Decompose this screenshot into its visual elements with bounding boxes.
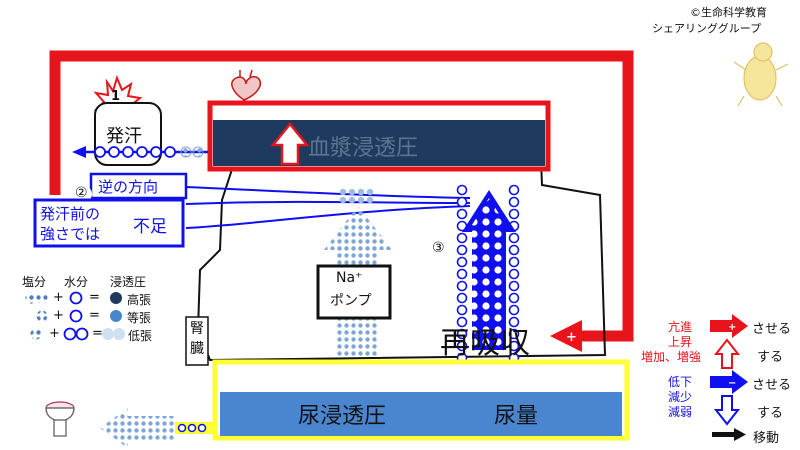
reabsorption-label: 再吸収 [440,326,530,361]
legend-increase-word: 亢進 [668,320,693,334]
insufficient-line-2: 強さでは [40,225,101,243]
legend-osmotic-high [110,292,122,304]
plasma-increase-arrow [270,122,310,166]
urine-outflow-arrow-shaft [125,416,175,440]
na-pump-line-2: ポンプ [330,293,372,309]
reabsorption-arrowhead-dots [470,198,508,228]
legend-salt-hypertonic [25,292,48,304]
plasma-osmolality-label: 血漿浸透圧 [308,136,419,161]
heart-icon [231,69,262,101]
character-doodle [733,42,789,107]
legend-increase-word: 増加、増強 [641,350,702,364]
legend-black-move-arrow [712,428,746,441]
legend-red-up-arrow [713,338,741,369]
legend-row-label: 高張 [127,293,152,307]
legend-osmotic-iso [110,310,122,322]
marker-2-circle [76,186,92,202]
svg-text:+: + [566,330,577,345]
marker-2: ② [75,185,88,201]
legend-does-label-blue: する [757,406,784,421]
sweat-arrowhead [72,146,86,158]
copyright-line-2: シェアリンググループ [652,22,762,35]
sweat-salt-dot [192,146,204,158]
legend-water [69,291,83,305]
legend-row-label: 低張 [128,329,153,343]
legend-row-equals: = [92,326,103,341]
svg-text:−: − [728,378,736,389]
legend-causes-label-red: させる [752,322,792,337]
legend-row-equals: = [89,290,100,305]
sweat-label: 発汗 [106,126,142,147]
legend-decrease-word: 減少 [668,390,693,404]
plasma-fill [213,120,545,166]
reverse-direction-label: 逆の方向 [98,178,159,196]
reabsorption-side-circles [456,184,520,388]
legend-water [69,309,83,323]
legend-causes-label-blue: させる [752,378,792,393]
legend-row-equals: = [89,308,100,323]
legend-red-causes-arrow: + [710,314,748,338]
legend-row-plus: + [53,290,64,305]
insufficient-line-1: 発汗前の [40,205,101,223]
urine-osmolality-label: 尿浸透圧 [298,404,387,429]
legend-header-osmotic: 浸透圧 [110,275,147,289]
na-pump-box [316,264,392,320]
legend-row-plus: + [49,326,60,341]
na-pump-arrowhead [324,206,392,250]
legend-movement-label: 移動 [753,431,780,446]
toilet-icon [45,401,75,437]
reverse-direction-box [89,172,188,200]
legend-header-salt: 塩分 [22,275,47,289]
legend-blue-causes-arrow: − [710,370,748,394]
red-feedback-loop [49,50,634,342]
kidney-label: 腎臓 [190,321,204,357]
svg-text:+: + [728,322,736,333]
legend-row-label: 等張 [127,311,152,325]
red-loop-arrowhead [550,320,582,352]
na-pump-dot-column [339,188,374,204]
marker-3: ③ [432,240,445,256]
urine-fill [220,392,622,436]
sweat-salt-dot [180,146,192,158]
urine-outflow-circles [177,423,207,433]
legend-osmotic-low [102,328,125,340]
insufficient-box [33,198,185,248]
copyright-line-1: ©生命科学教育 [690,6,767,19]
marker-1: 1 [111,89,121,104]
connector-line [185,200,471,205]
kidney-label-box [185,316,209,366]
legend-header-water: 水分 [64,275,89,289]
legend-water [75,327,89,341]
urine-volume-label: 尿量 [494,404,539,429]
legend-salt-isotonic [36,310,48,322]
legend-row-plus: + [53,308,64,323]
connector-line [185,186,471,199]
legend-does-label-red: する [757,350,784,365]
urine-outflow-arrowhead [100,408,128,448]
reabsorption-dots [472,230,506,350]
legend-salt-hypotonic [30,328,42,340]
legend-increase-word: 上昇 [668,335,693,349]
insufficient-emphasis: 不足 [133,217,167,237]
legend-decrease-word: 低下 [668,375,693,389]
legend-water [63,327,77,341]
connector-line [185,205,471,229]
legend-decrease-word: 減弱 [668,405,693,419]
sweat-water-circles [94,146,176,158]
na-pump-line-1: Na⁺ [336,270,363,286]
legend-blue-down-arrow [713,395,741,426]
